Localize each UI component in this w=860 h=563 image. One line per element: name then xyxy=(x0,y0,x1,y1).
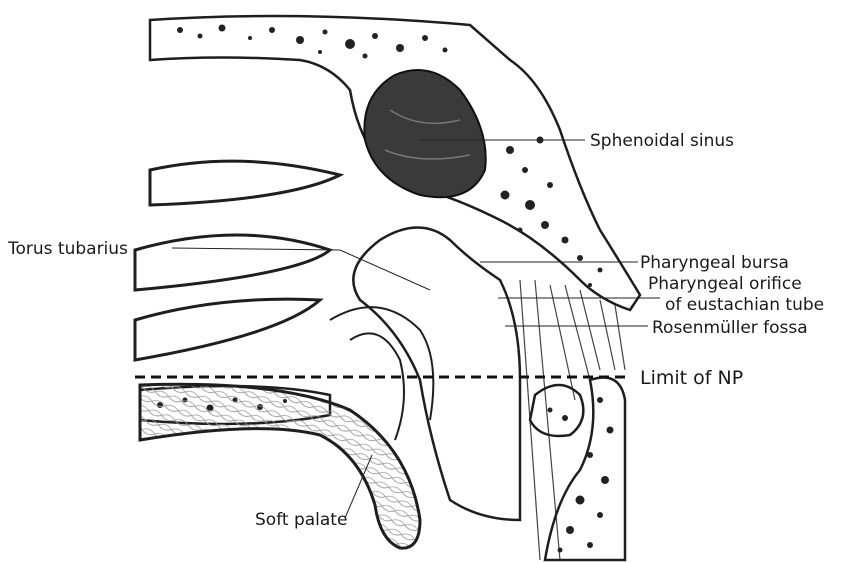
label-pharyngeal-orifice: Pharyngeal orifice xyxy=(648,274,802,294)
label-limit-of-np: Limit of NP xyxy=(640,367,743,389)
pharyngeal-wall xyxy=(330,228,520,521)
posterior-pharyngeal-wall xyxy=(520,280,625,560)
sphenoidal-sinus-shape xyxy=(364,70,485,197)
label-eustachian-tube: of eustachian tube xyxy=(665,295,824,315)
label-torus-tubarius: Torus tubarius xyxy=(7,239,128,259)
label-rosenmuller-fossa: Rosenmüller fossa xyxy=(652,318,808,338)
nasal-turbinates xyxy=(135,161,340,360)
label-pharyngeal-bursa: Pharyngeal bursa xyxy=(640,253,789,273)
label-soft-palate: Soft palate xyxy=(255,510,347,530)
label-sphenoidal-sinus: Sphenoidal sinus xyxy=(590,131,734,151)
cervical-vertebra xyxy=(530,378,625,561)
